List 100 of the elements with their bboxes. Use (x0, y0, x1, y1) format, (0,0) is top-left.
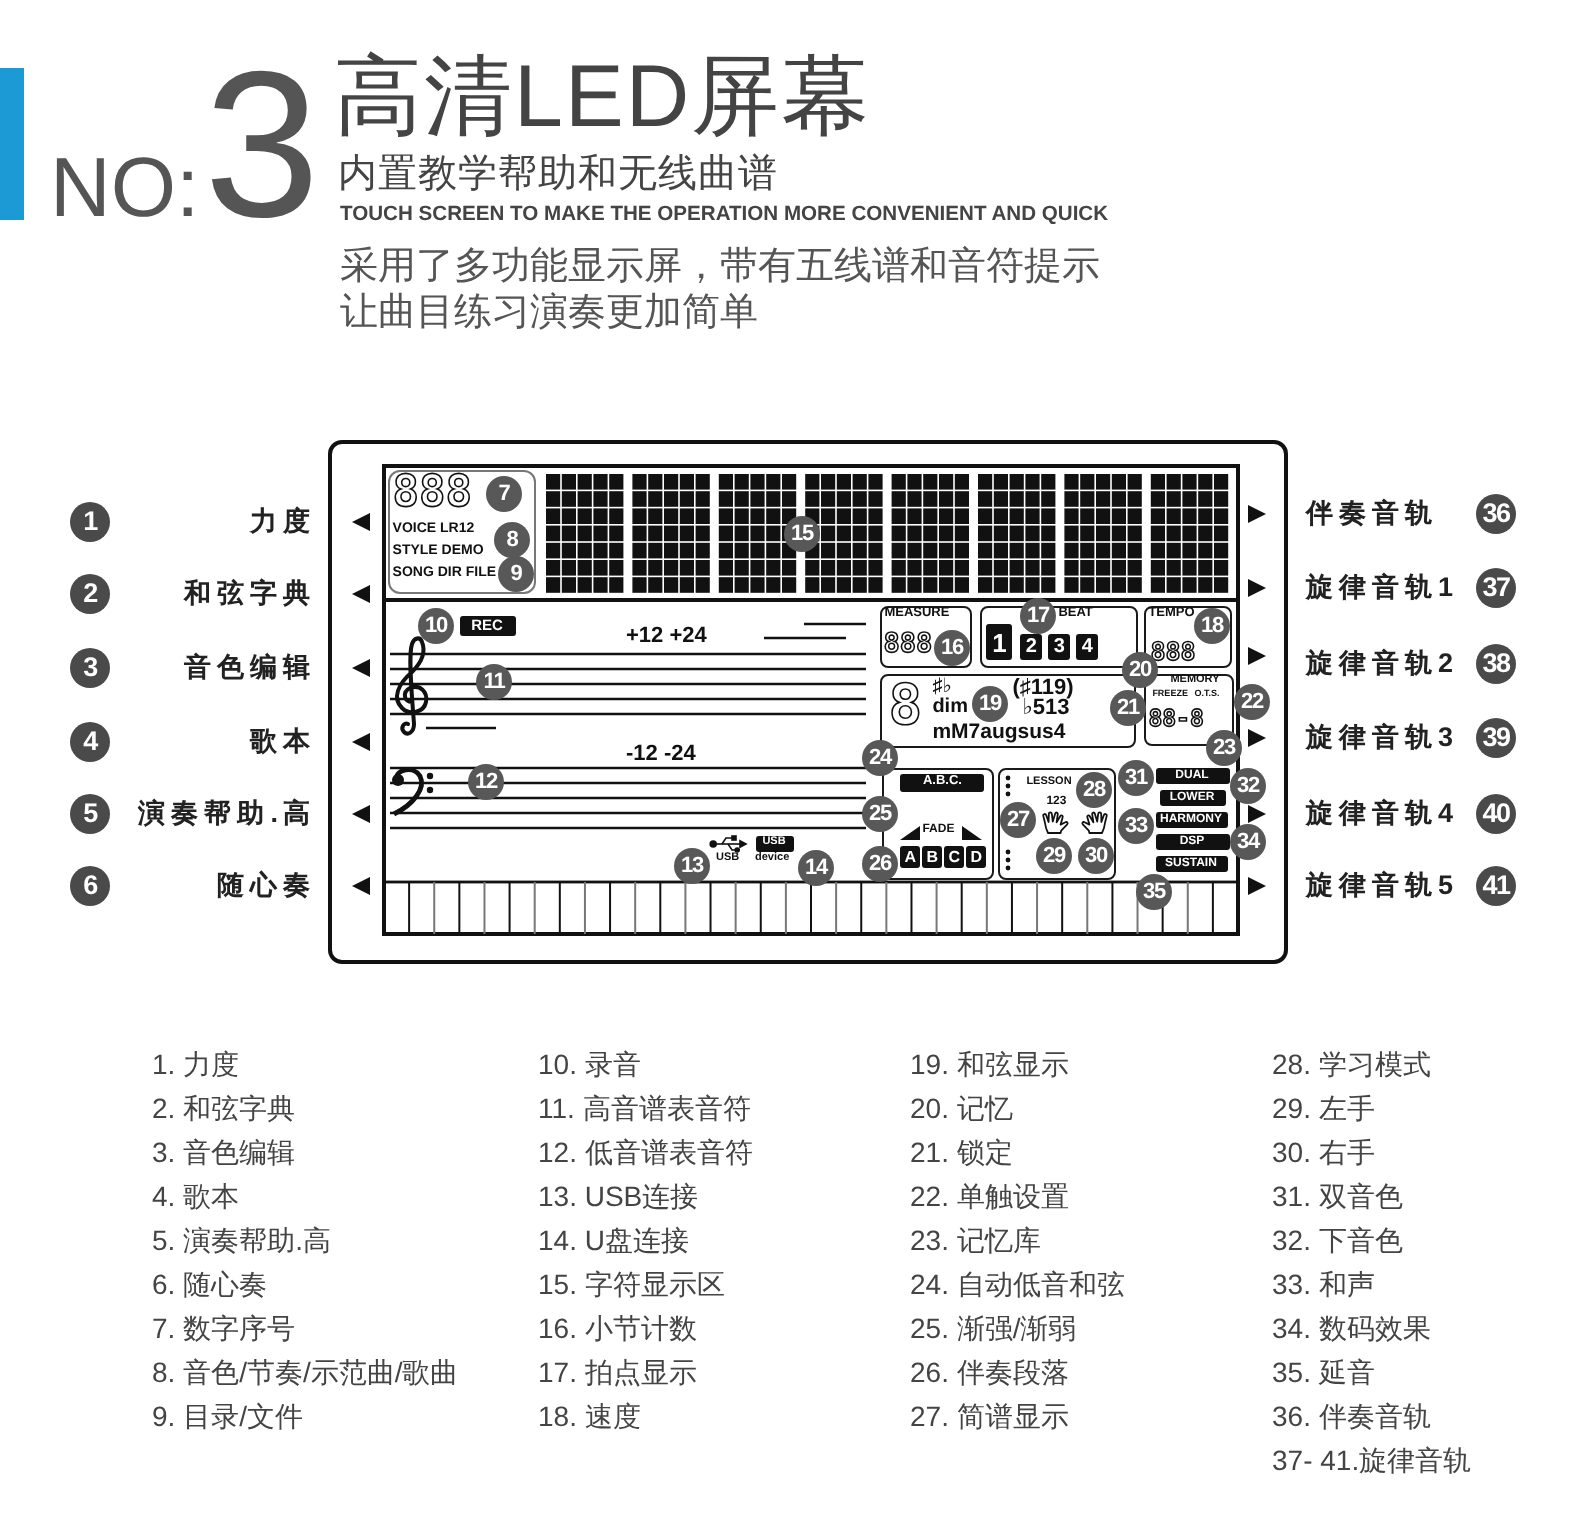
key-list-item: 3. 音色编辑 (152, 1134, 296, 1170)
transpose-label: -12 -24 (626, 744, 696, 766)
callout-number: 8 (494, 522, 530, 558)
callout-number: 13 (674, 848, 710, 884)
key-list-item: 10. 录音 (538, 1046, 641, 1082)
transpose-label: +12 +24 (626, 626, 707, 648)
callout-number: 6 (70, 866, 110, 906)
description: 采用了多功能显示屏，带有五线谱和音符提示让曲目练习演奏更加简单 (340, 244, 1102, 336)
callout-number: 32 (1230, 768, 1266, 804)
callout-number: 31 (1118, 760, 1154, 796)
segment-digits: 88-8 (1148, 708, 1204, 732)
chord-symbol: dim (932, 698, 968, 719)
callout-number: 27 (1000, 802, 1036, 838)
subtitle: 内置教学帮助和无线曲谱 (338, 156, 778, 195)
callout-number: 23 (1206, 730, 1242, 766)
key-list-item: 29. 左手 (1272, 1090, 1375, 1126)
function-label: 旋律音轨3 (1306, 720, 1459, 756)
callout-number: 38 (1476, 644, 1516, 684)
callout-number: 17 (1020, 598, 1056, 634)
function-label: 和弦字典 (184, 576, 316, 612)
function-label: 随心奏 (217, 868, 316, 904)
function-label: 伴奏音轨 (1306, 496, 1438, 532)
section-indicator: D (966, 846, 987, 869)
beat-indicator: 1 (986, 624, 1013, 661)
segment-digits: 888 (392, 472, 473, 517)
key-list-item: 30. 右手 (1272, 1134, 1375, 1170)
callout-number: 33 (1118, 808, 1154, 844)
key-list-item: 27. 简谱显示 (910, 1398, 1069, 1434)
section-indicator: A (900, 846, 921, 869)
key-list-item: 14. U盘连接 (538, 1222, 689, 1258)
callout-number: 40 (1476, 794, 1516, 834)
key-list-item: 33. 和声 (1272, 1266, 1375, 1302)
key-list-item: 15. 字符显示区 (538, 1266, 725, 1302)
key-list-item: 21. 锁定 (910, 1134, 1013, 1170)
callout-number: 26 (862, 846, 898, 882)
callout-number: 14 (798, 850, 834, 886)
tagline: TOUCH SCREEN TO MAKE THE OPERATION MORE CONVENIENT AND QUICK (340, 206, 1109, 227)
section-label: NO: (50, 146, 200, 230)
beat-indicator: 2 (1020, 634, 1043, 661)
key-list-item: 7. 数字序号 (152, 1310, 296, 1346)
callout-number: 34 (1230, 824, 1266, 860)
section-number: 3 (204, 42, 320, 250)
callout-number: 9 (498, 556, 534, 592)
key-list-item: 23. 记忆库 (910, 1222, 1041, 1258)
key-list-item: 36. 伴奏音轨 (1272, 1398, 1431, 1434)
key-list-item: 31. 双音色 (1272, 1178, 1403, 1214)
callout-number: 11 (476, 664, 512, 700)
section-indicator: B (922, 846, 943, 869)
function-label: 歌本 (250, 724, 316, 760)
callout-number: 10 (418, 608, 454, 644)
function-label: 旋律音轨2 (1306, 646, 1459, 682)
function-label: 旋律音轨5 (1306, 868, 1459, 904)
callout-number: 22 (1234, 684, 1270, 720)
key-list-item: 16. 小节计数 (538, 1310, 697, 1346)
chord-symbol: mM7augsus4 (932, 722, 1066, 744)
key-list-item: 35. 延音 (1272, 1354, 1375, 1390)
callout-number: 21 (1110, 690, 1146, 726)
callout-number: 19 (972, 686, 1008, 722)
key-list-item: 17. 拍点显示 (538, 1354, 697, 1390)
key-list-item: 24. 自动低音和弦 (910, 1266, 1125, 1302)
callout-number: 12 (468, 764, 504, 800)
beat-indicator: 4 (1076, 634, 1099, 661)
key-list-item: 12. 低音谱表音符 (538, 1134, 753, 1170)
callout-number: 1 (70, 502, 110, 542)
key-list-item: 18. 速度 (538, 1398, 641, 1434)
key-list-item: 28. 学习模式 (1272, 1046, 1431, 1082)
key-list-item: 1. 力度 (152, 1046, 240, 1082)
callout-number: 30 (1078, 838, 1114, 874)
callout-number: 35 (1136, 874, 1172, 910)
key-list-item: 5. 演奏帮助.高 (152, 1222, 331, 1258)
callout-number: 2 (70, 574, 110, 614)
function-label: 旋律音轨4 (1306, 796, 1459, 832)
callout-number: 16 (934, 630, 970, 666)
function-label: 音色编辑 (184, 650, 316, 686)
key-list-item: 11. 高音谱表音符 (538, 1090, 751, 1126)
key-list-item: 20. 记忆 (910, 1090, 1013, 1126)
callout-number: 36 (1476, 494, 1516, 534)
segment-digits: 8 (888, 678, 923, 735)
key-list-item: 13. USB连接 (538, 1178, 699, 1214)
callout-number: 5 (70, 794, 110, 834)
callout-number: 18 (1194, 608, 1230, 644)
callout-number: 39 (1476, 718, 1516, 758)
callout-number: 4 (70, 722, 110, 762)
key-list-item: 26. 伴奏段落 (910, 1354, 1069, 1390)
key-list-item: 9. 目录/文件 (152, 1398, 303, 1434)
key-list-item: 25. 渐强/渐弱 (910, 1310, 1077, 1346)
key-list-item: 22. 单触设置 (910, 1178, 1069, 1214)
key-list-item: 32. 下音色 (1272, 1222, 1403, 1258)
key-list-item: 37- 41.旋律音轨 (1272, 1442, 1472, 1478)
function-label: 旋律音轨1 (1306, 570, 1459, 606)
chord-symbol: ♭513 (1022, 698, 1070, 721)
beat-indicator: 3 (1048, 634, 1071, 661)
chord-symbol: (♯119) (1012, 678, 1074, 701)
callout-number: 25 (862, 796, 898, 832)
chord-symbol: ♯♭ (932, 678, 952, 699)
key-list-item: 19. 和弦显示 (910, 1046, 1069, 1082)
callout-number: 24 (862, 740, 898, 776)
function-label: 演奏帮助.高 (138, 796, 316, 832)
callout-number: 37 (1476, 568, 1516, 608)
function-label: 力度 (250, 504, 316, 540)
